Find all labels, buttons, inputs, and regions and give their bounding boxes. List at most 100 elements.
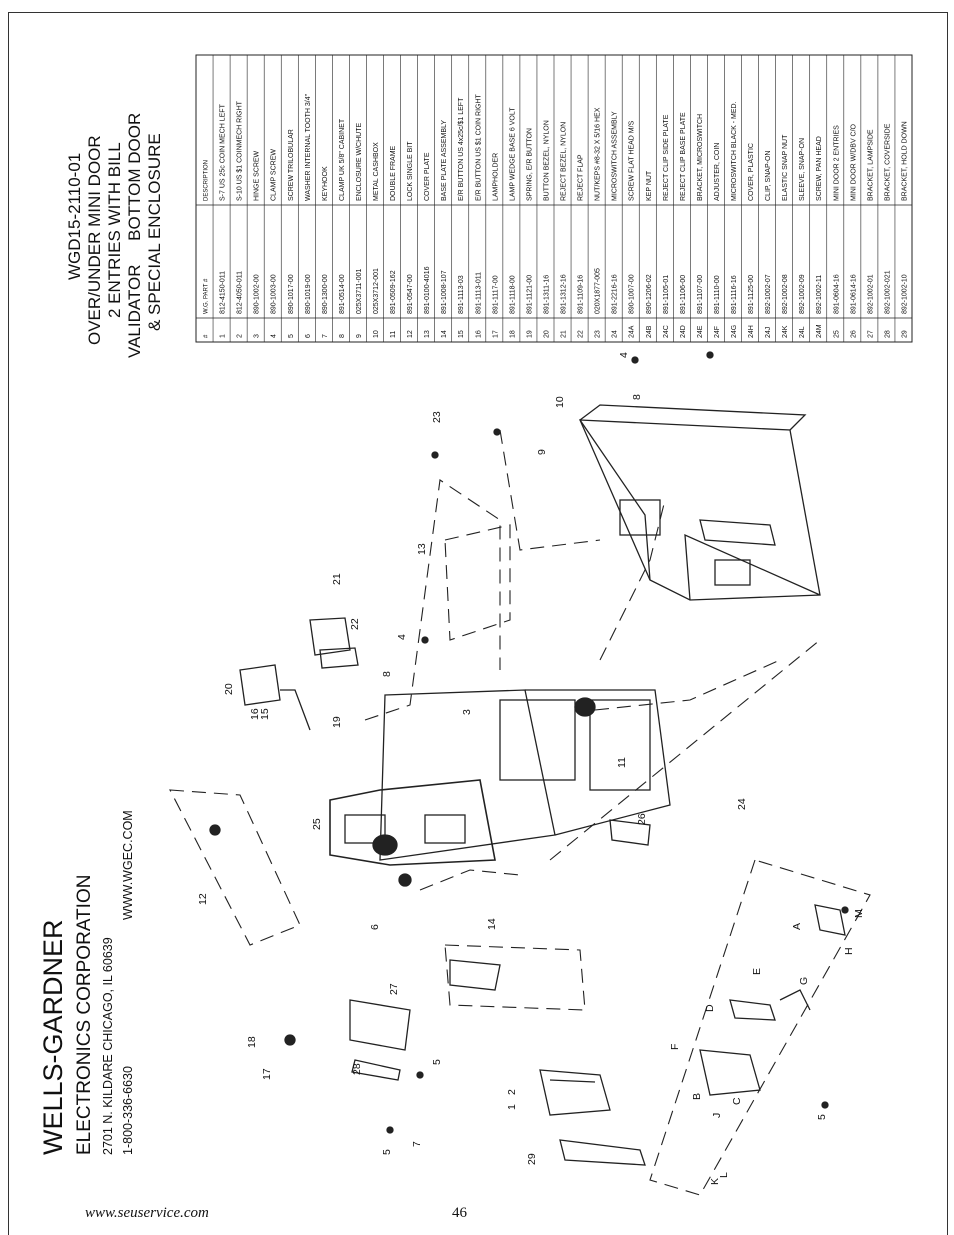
table-cell: 16 — [475, 330, 482, 338]
table-cell: 890-1017-00 — [288, 274, 295, 314]
table-cell: 892-1002-021 — [884, 270, 891, 314]
table-cell: BRACKET, COVERSIDE — [884, 123, 891, 201]
exploded-view — [169, 351, 871, 1196]
callout-label: 10 — [554, 396, 566, 408]
callout-label: 9 — [536, 449, 548, 455]
table-cell: 22 — [578, 330, 585, 338]
table-cell: REJECT FLAP — [578, 154, 585, 201]
door-assembly — [329, 689, 671, 866]
table-cell: 891-1312-16 — [561, 274, 568, 314]
callout-label: 21 — [331, 573, 343, 585]
table-cell: 892-1002-01 — [867, 274, 874, 314]
callout-label: 13 — [416, 543, 428, 555]
callout-label: 6 — [369, 924, 381, 930]
callout-label: 23 — [431, 411, 443, 423]
table-cell: 24G — [731, 325, 738, 338]
table-cell: KEYHOOK — [322, 166, 329, 201]
callout-label: 22 — [349, 618, 361, 630]
table-cell: LOCK SINGLE BIT — [407, 141, 414, 201]
callout-label: G — [798, 977, 810, 985]
callout-label: 17 — [261, 1068, 273, 1080]
table-cell: BRACKET, MICROSWITCH — [697, 114, 704, 201]
callout-label: 1 — [506, 1104, 518, 1110]
table-cell: 891-1105-01 — [663, 275, 670, 314]
table-cell: 891-1113-011 — [475, 272, 482, 314]
table-cell: MICROSWITCH ASSEMBLY — [612, 111, 619, 201]
table-cell: SCREW TRILOBULAR — [288, 129, 295, 201]
callout-label: 2 — [506, 1089, 518, 1095]
table-cell: 24K — [782, 325, 789, 338]
table-cell: LAMPHOLDER — [492, 153, 499, 201]
table-cell: 24H — [748, 325, 755, 338]
table-cell: 24E — [697, 325, 704, 338]
table-cell: 10 — [373, 330, 380, 338]
table-cell: METAL CASHBOX — [373, 142, 380, 201]
table-cell: DOUBLE FRAME — [390, 145, 397, 201]
table-cell: BRACKET, LAMPSIDE — [867, 129, 874, 201]
table-cell: 891-1121-00 — [526, 275, 533, 314]
table-cell: 25 — [833, 330, 840, 338]
table-cell: REJECT CLIP BASE PLATE — [680, 112, 687, 201]
table-cell: 891-0514-00 — [339, 274, 346, 314]
callout-label: 28 — [351, 1063, 363, 1075]
callout-label: 8 — [381, 671, 393, 677]
callout-label: 27 — [388, 983, 400, 995]
table-cell: 891-1106-00 — [680, 275, 687, 314]
callout-label: L — [718, 1172, 730, 1178]
table-cell: ELASTIC SNAP NUT — [782, 134, 789, 201]
callout-label: 12 — [197, 893, 209, 905]
callout-label: 4 — [618, 352, 630, 358]
table-cell: 11 — [390, 331, 397, 338]
table-cell: 27 — [867, 330, 874, 338]
table-cell: 891-1118-00 — [509, 275, 516, 314]
callout-label: E — [751, 968, 763, 975]
table-cell: 812-4150-011 — [220, 271, 227, 314]
callout-label: 4 — [396, 634, 408, 640]
table-cell: 891-0509-162 — [390, 270, 397, 314]
table-cell: 891-2216-16 — [612, 274, 619, 314]
table-cell: 890-1300-00 — [322, 274, 329, 314]
callout-label: 5 — [381, 1149, 393, 1155]
table-cell: SCREW FLAT HEAD M/S — [629, 120, 636, 201]
parts-table: #W.G. PART #DESCRIPTION1812-4150-011S-7 … — [195, 54, 913, 343]
table-cell: 24L — [799, 326, 806, 338]
table-cell: 892-1002-07 — [765, 274, 772, 314]
table-cell: BUTTON BEZEL, NYLON — [543, 120, 550, 201]
callout-label: K — [709, 1178, 721, 1185]
table-cell: 890-1206-02 — [646, 274, 653, 314]
callout-label: 19 — [331, 716, 343, 728]
callout-label: 8 — [631, 394, 643, 400]
table-cell: 12 — [407, 330, 414, 338]
page-border-left — [8, 12, 9, 1235]
table-cell: 20 — [543, 330, 550, 338]
table-cell: 1 — [220, 334, 227, 338]
table-cell: 15 — [458, 330, 465, 338]
table-cell: 892-1002-11 — [816, 275, 823, 314]
callout-label: 20 — [223, 683, 235, 695]
company-name: WELLS-GARDNER — [38, 919, 68, 1155]
table-cell: LAMP WEDGE BASE 6 VOLT — [509, 107, 516, 201]
callout-label: 14 — [486, 918, 498, 930]
title-line2: OVER/UNDER MINI DOOR — [85, 135, 104, 345]
table-cell: ENCLOSURE W/CHUTE — [356, 122, 363, 201]
callout-label: C — [731, 1097, 743, 1105]
callout-label: 5 — [431, 1059, 443, 1065]
callout-label: 11 — [616, 757, 628, 768]
table-cell: NUT/KEPS #8-32 X 5/16 HEX — [595, 107, 602, 201]
table-cell: S-7 US 25c COIN MECH LEFT — [220, 103, 227, 201]
company-address: 2701 N. KILDARE CHICAGO, IL 60639 — [101, 937, 115, 1155]
table-cell: 892-1002-08 — [782, 274, 789, 314]
table-cell: 891-0547-00 — [407, 274, 414, 314]
table-cell: 891-0614-16 — [850, 274, 857, 314]
table-cell: 4 — [271, 334, 278, 338]
table-cell: E/R BUTTON US 4x25c/$1 LEFT — [458, 97, 465, 201]
table-cell: 18 — [509, 330, 516, 338]
callout-label: 3 — [461, 709, 473, 715]
title-line5: & SPECIAL ENCLOSURE — [145, 133, 164, 331]
title-line4: VALIDATOR BOTTOM DOOR — [125, 113, 144, 358]
page-border-top — [8, 12, 948, 13]
title-line1: WGD15-2110-01 — [65, 153, 84, 280]
table-cell: SPRING, E/R BUTTON — [526, 128, 533, 201]
